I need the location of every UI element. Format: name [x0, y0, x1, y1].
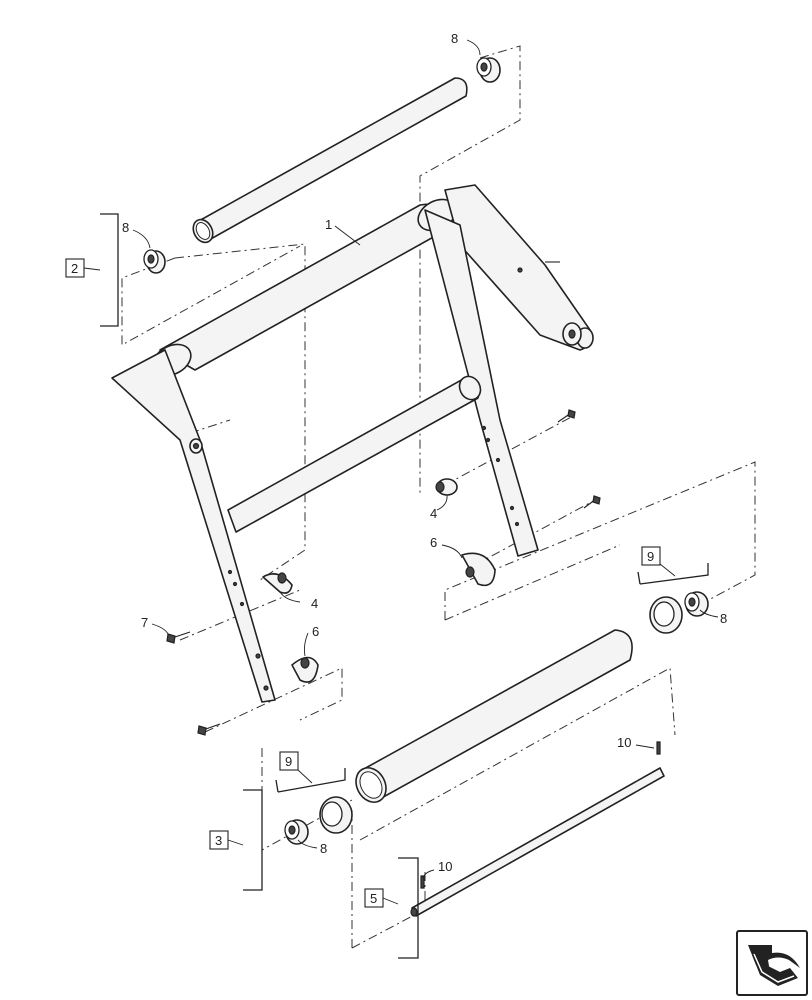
- bolt-lower-left: [197, 723, 221, 736]
- bushing-right-8: [684, 591, 709, 617]
- group-3-label: 3: [215, 833, 222, 848]
- pin-4-left: [262, 572, 293, 594]
- long-rod: [410, 767, 665, 917]
- bolt-right-lower: [583, 495, 601, 509]
- callout-1: 1: [325, 217, 332, 232]
- plate-6-left: [291, 656, 319, 683]
- bushing-left: [143, 249, 166, 274]
- main-frame: [111, 184, 594, 703]
- callout-7: 7: [141, 615, 148, 630]
- group-9-left-box: [279, 751, 299, 771]
- pin-10-lower: [420, 875, 425, 889]
- plate-6-right: [461, 552, 496, 587]
- bracket-9-left: [275, 768, 346, 793]
- callout-10-upper: 10: [617, 735, 631, 750]
- bushing-left-8: [284, 819, 309, 845]
- upper-pivot-tube: [192, 77, 468, 244]
- callout-4-left: 4: [311, 596, 318, 611]
- callout-8-bottom: 8: [320, 841, 327, 856]
- callout-8-right: 8: [720, 611, 727, 626]
- bracket-3: [227, 789, 263, 891]
- callout-6-left: 6: [312, 624, 319, 639]
- bracket-2: [83, 213, 119, 327]
- group-5-box: [364, 888, 384, 908]
- pin-10-upper: [656, 741, 661, 755]
- lower-tube: [355, 629, 633, 803]
- callout-6-right: 6: [430, 535, 437, 550]
- bushing-top-right: [476, 57, 501, 83]
- group-2-label: 2: [71, 261, 78, 276]
- callout-8-left: 8: [122, 220, 129, 235]
- callout-8-top: 8: [451, 31, 458, 46]
- callout-10-lower: 10: [438, 859, 452, 874]
- group-2-box: [65, 258, 85, 278]
- group-9-right-label: 9: [647, 549, 654, 564]
- bearing-right: [649, 596, 683, 634]
- group-9-left-label: 9: [285, 754, 292, 769]
- leader-lines: [132, 39, 719, 879]
- next-page-arrow-icon[interactable]: [736, 930, 808, 996]
- group-9-right-box: [641, 546, 661, 566]
- bearing-left: [319, 796, 353, 834]
- bracket-5: [382, 857, 419, 959]
- group-5-label: 5: [370, 891, 377, 906]
- group-3-box: [209, 830, 229, 850]
- bolt-7: [166, 631, 191, 644]
- callout-4-right: 4: [430, 506, 437, 521]
- pin-4-right: [435, 478, 458, 496]
- bolt-right-upper: [557, 409, 576, 423]
- bracket-9-right: [637, 563, 709, 585]
